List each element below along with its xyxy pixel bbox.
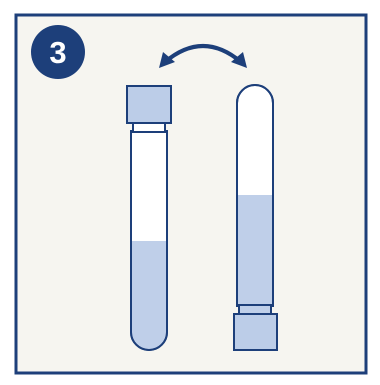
tube-inverted (234, 85, 277, 350)
tube-upright-liquid (132, 241, 166, 349)
tube-upright-cap (127, 86, 171, 123)
step-badge: 3 (31, 25, 85, 79)
tube-upright (127, 86, 171, 350)
tube-inverted-liquid (238, 195, 272, 306)
step-number: 3 (49, 35, 66, 70)
tube-inverted-cap (234, 314, 277, 350)
